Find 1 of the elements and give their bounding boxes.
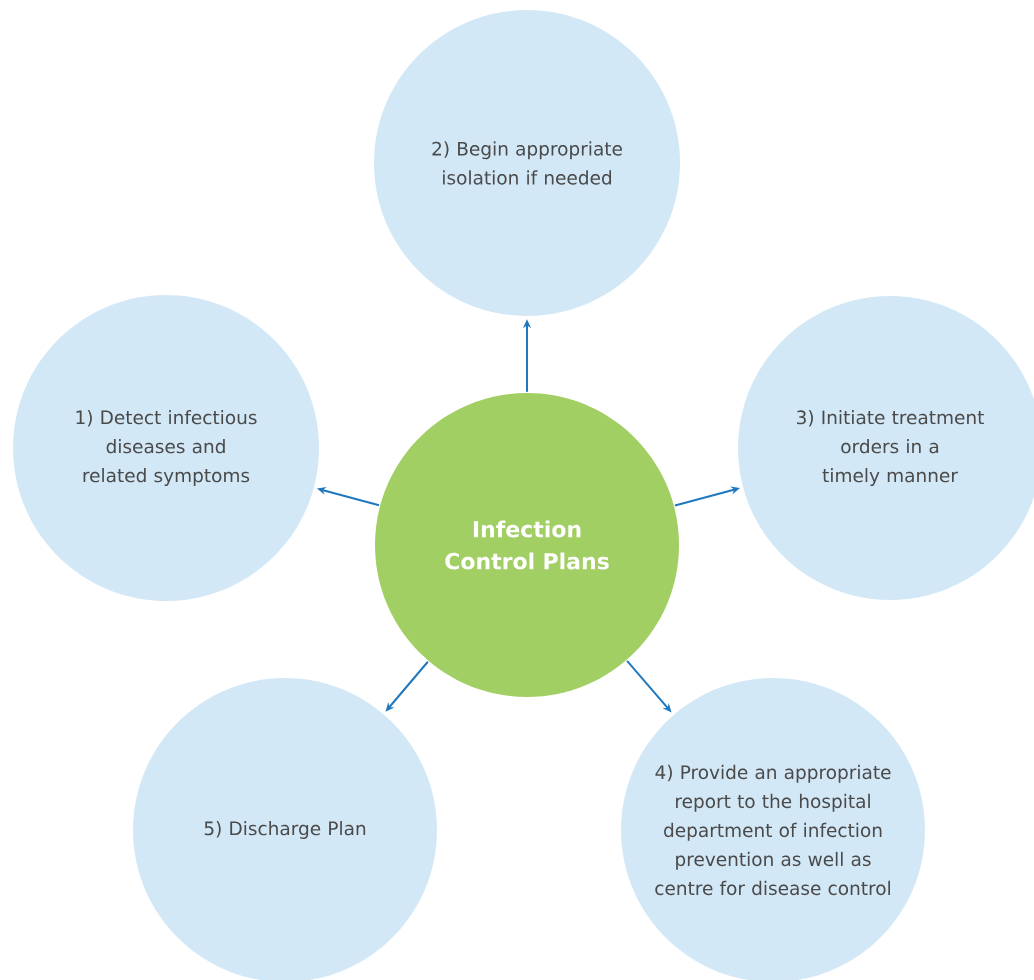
arrow [385,660,429,712]
